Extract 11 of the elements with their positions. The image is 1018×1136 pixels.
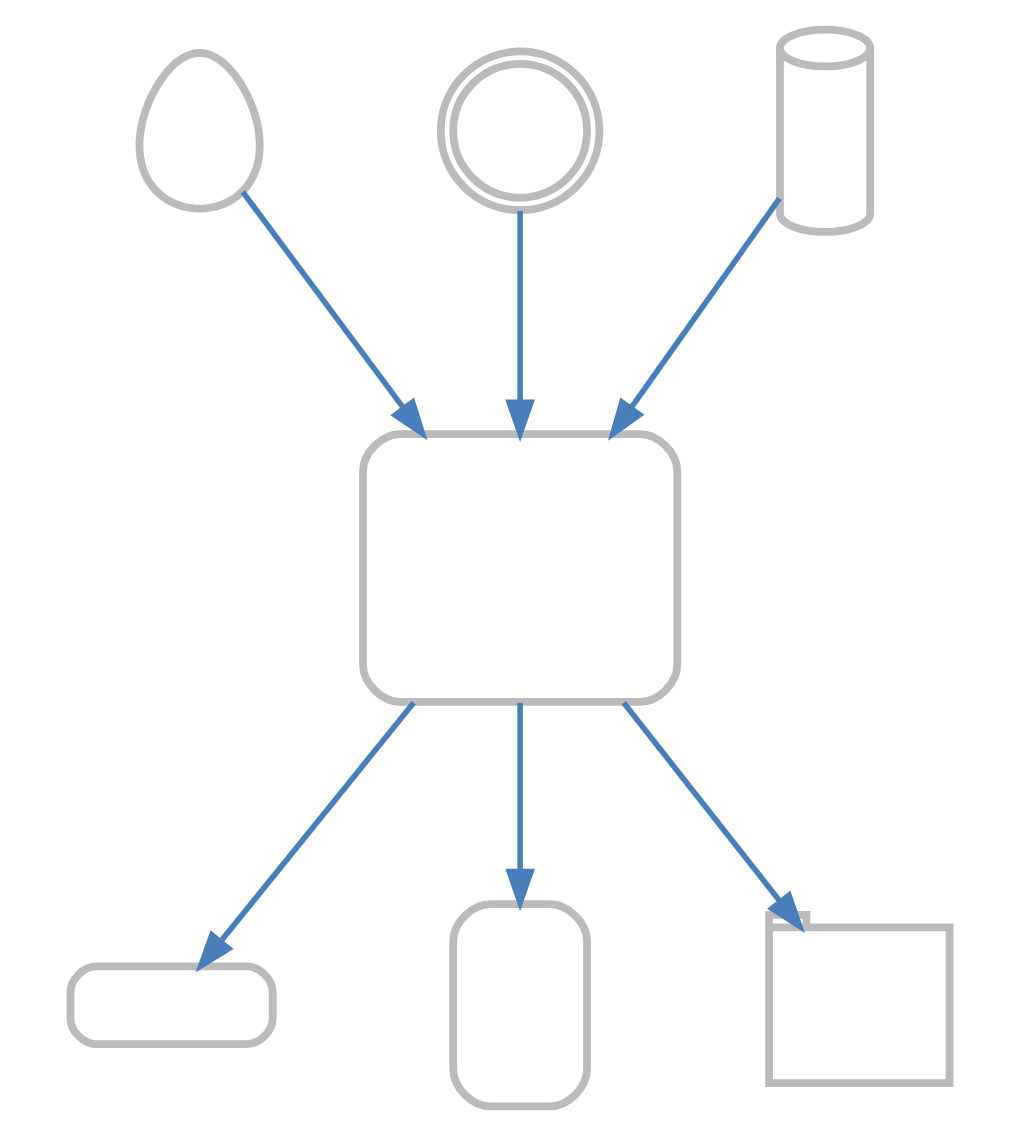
arrow	[239, 190, 427, 441]
node-air-conditioner	[65, 962, 276, 1048]
node-box	[358, 430, 681, 706]
node-drops	[134, 49, 263, 213]
arrow	[504, 702, 534, 912]
arrow	[504, 210, 534, 442]
arrow	[606, 196, 781, 441]
arrow	[620, 701, 804, 934]
arrow	[194, 701, 415, 973]
node-panel	[448, 900, 590, 1111]
node-sun	[435, 47, 603, 214]
